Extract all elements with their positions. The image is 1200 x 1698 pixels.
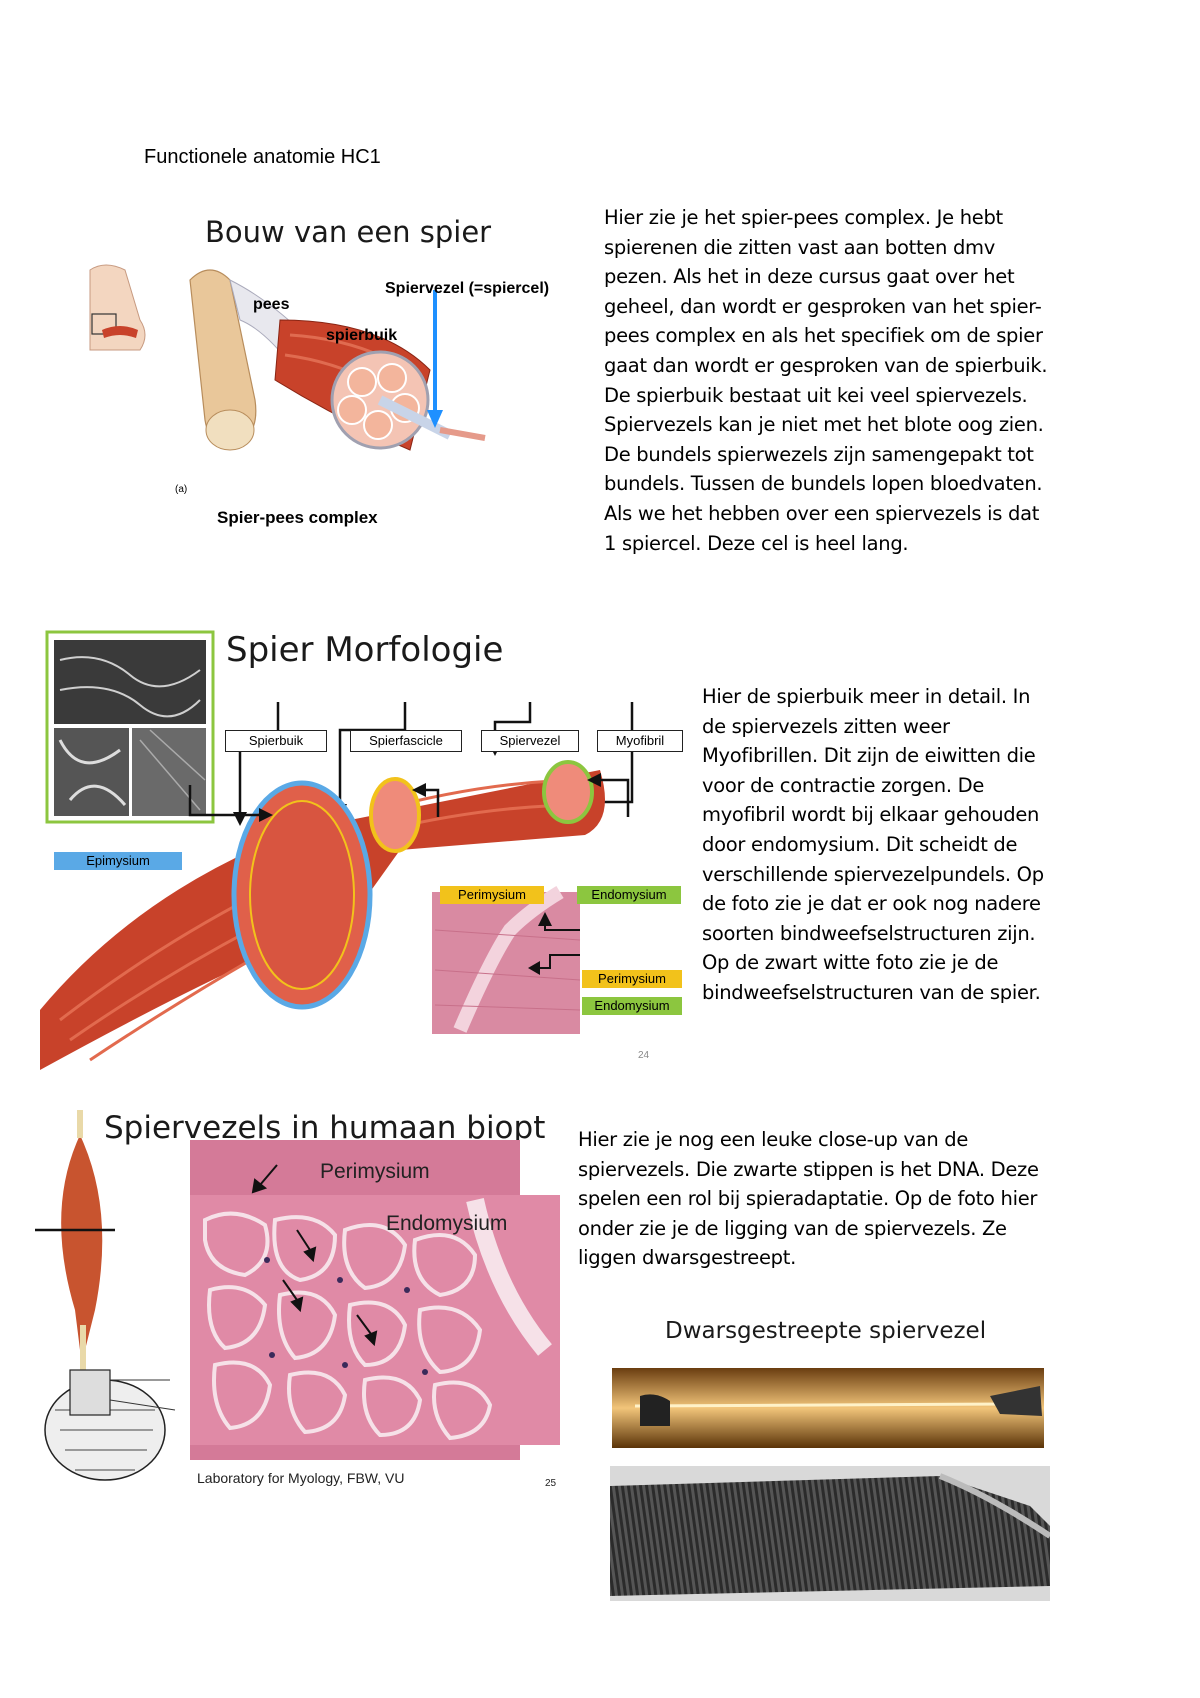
text-line: De spierbuik bestaat uit kei veel spierv… <box>604 383 1028 407</box>
slide-title-dwarsgestreept: Dwarsgestreepte spiervezel <box>665 1318 987 1344</box>
label-fig-letter: (a) <box>175 484 188 495</box>
text-line: de spiervezels zitten weer <box>702 714 950 738</box>
box-spierfascicle: Spierfascicle <box>350 730 462 752</box>
box-spierbuik: Spierbuik <box>225 730 327 752</box>
text-line: spiervezels. Die zwarte stippen is het D… <box>578 1157 1039 1181</box>
tag-perimysium-photo: Perimysium <box>582 970 682 988</box>
text-block-2: Hier de spierbuik meer in detail. In de … <box>702 682 1102 1008</box>
box-myofibril: Myofibril <box>597 730 683 752</box>
document-title: Functionele anatomie HC1 <box>144 146 381 168</box>
text-line: Als we het hebben over een spiervezels i… <box>604 501 1040 525</box>
text-line: gaat dan wordt er gesproken van de spier… <box>604 353 1048 377</box>
text-line: Hier de spierbuik meer in detail. In <box>702 685 1031 708</box>
slide-title-bouw: Bouw van een spier <box>205 215 492 249</box>
biopsy-illustration <box>35 1110 560 1481</box>
text-line: de foto zie je dat er ook nog nadere <box>702 892 1041 916</box>
text-line: onder zie je de ligging van de spierveze… <box>578 1216 1007 1240</box>
text-line: 1 spiercel. Deze cel is heel lang. <box>604 531 909 555</box>
text-line: Myofibrillen. Dit zijn de eiwitten die <box>702 744 1036 768</box>
slide-title-morfologie: Spier Morfologie <box>226 630 504 670</box>
text-line: bundels. Tussen de bundels lopen bloedva… <box>604 472 1043 496</box>
muscle-morphology-illustration <box>40 630 634 1070</box>
text-line: soorten bindweefselstructuren zijn. <box>702 921 1036 945</box>
text-line: verschillende spiervezelpundels. Op <box>702 862 1044 886</box>
text-line: myofibril wordt bij elkaar gehouden <box>702 803 1040 827</box>
label-spiervezel: Spiervezel (=spiercel) <box>385 280 550 297</box>
label-perimysium-biopt: Perimysium <box>320 1160 430 1183</box>
text-line: geheel, dan wordt er gesproken van het s… <box>604 294 1042 318</box>
text-line: Op de zwart witte foto zie je de <box>702 951 999 975</box>
slide-number-25: 25 <box>545 1478 557 1489</box>
label-spierbuik: spierbuik <box>326 327 398 344</box>
credit-laboratory: Laboratory for Myology, FBW, VU <box>197 1470 405 1486</box>
text-line: liggen dwarsgestreept. <box>578 1246 796 1270</box>
label-pees: pees <box>253 296 290 313</box>
tag-endomysium-photo: Endomysium <box>582 997 682 1015</box>
box-spiervezel: Spiervezel <box>481 730 579 752</box>
text-line: spierenen die zitten vast aan botten dmv <box>604 235 995 259</box>
striated-fiber-photos <box>610 1368 1050 1601</box>
text-line: pees complex en als het specifiek om de … <box>604 324 1043 348</box>
tag-endomysium: Endomysium <box>577 886 681 904</box>
text-line: De bundels spierwezels zijn samengepakt … <box>604 442 1034 466</box>
tag-epimysium: Epimysium <box>54 852 182 870</box>
text-line: voor de contractie zorgen. De <box>702 773 985 797</box>
caption-spier-pees-complex: Spier-pees complex <box>217 508 378 527</box>
muscle-structure-illustration <box>89 264 486 451</box>
tag-perimysium: Perimysium <box>440 886 544 904</box>
slide-number-24: 24 <box>638 1050 650 1061</box>
text-line: pezen. Als het in deze cursus gaat over … <box>604 265 1015 289</box>
text-block-1: Hier zie je het spier-pees complex. Je h… <box>604 203 1064 558</box>
text-block-3: Hier zie je nog een leuke close-up van d… <box>578 1125 1098 1273</box>
text-line: spelen een rol bij spieradaptatie. Op de… <box>578 1187 1038 1211</box>
label-endomysium-biopt: Endomysium <box>386 1212 508 1235</box>
text-line: bindweefselstructuren van de spier. <box>702 980 1041 1004</box>
text-line: door endomysium. Dit scheidt de <box>702 832 1018 856</box>
text-line: Hier zie je nog een leuke close-up van d… <box>578 1128 969 1151</box>
text-line: Spiervezels kan je niet met het blote oo… <box>604 413 1044 437</box>
text-line: Hier zie je het spier-pees complex. Je h… <box>604 206 1003 229</box>
